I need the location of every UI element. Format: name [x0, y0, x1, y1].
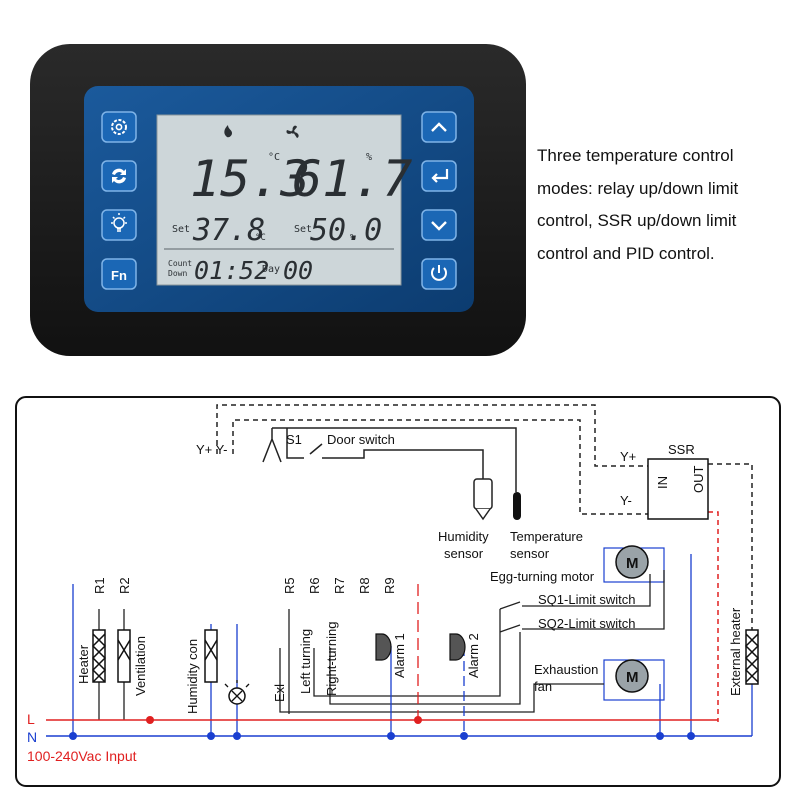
humidity-sensor-label-2: sensor	[444, 546, 484, 561]
exhaust-fan-label-2: fan	[534, 679, 552, 694]
temperature-sensor-label-2: sensor	[510, 546, 550, 561]
humidity-readout: 61.7	[292, 150, 412, 208]
fan-motor-symbol: M	[626, 669, 639, 686]
live-label: L	[27, 711, 35, 727]
cycle-button[interactable]	[101, 160, 137, 192]
left-turning-label: Left turning	[298, 629, 313, 694]
mains-input-label: 100-240Vac Input	[27, 748, 137, 764]
ssr-out-label: OUT	[691, 466, 706, 494]
neutral-junctions	[69, 732, 695, 740]
up-button[interactable]	[421, 111, 457, 143]
power-button[interactable]	[421, 258, 457, 290]
bulb-icon	[111, 213, 127, 232]
caption-line: control, SSR up/down limit	[537, 211, 737, 230]
s1-label: S1	[286, 432, 302, 447]
controller-device: Fn 15.3 °C 61.7 % Set 37.8 °C Set 50.0 %…	[30, 44, 526, 356]
diagram-border	[15, 396, 781, 787]
set-humidity: 50.0	[310, 213, 382, 248]
alarm-1-label: Alarm 1	[392, 633, 407, 678]
limit-switch-wiring	[313, 570, 665, 705]
bulb-icon	[224, 680, 250, 705]
live-junctions	[146, 716, 422, 724]
chevron-up-icon	[431, 122, 447, 132]
ventilation-label: Ventilation	[133, 636, 148, 696]
humidity-sensor	[473, 474, 493, 521]
set-temp-label: Set	[172, 224, 190, 235]
temperature-unit: °C	[268, 152, 280, 163]
heater-element	[91, 629, 107, 683]
ssr-module	[647, 458, 709, 520]
set-temperature: 37.8	[192, 213, 265, 248]
sq1-limit-label: SQ1-Limit switch	[538, 592, 636, 607]
down-button[interactable]	[421, 209, 457, 241]
humidity-unit: %	[366, 152, 372, 163]
relay-r2: R2	[117, 577, 132, 594]
sq2-limit-label: SQ2-Limit switch	[538, 616, 636, 631]
lcd-screen	[156, 114, 402, 286]
alarm-2-buzzer	[449, 633, 466, 661]
set-temperature-unit: °C	[255, 233, 266, 243]
set-humidity-unit: %	[350, 233, 356, 243]
ssr-label: SSR	[668, 442, 695, 457]
relay-r6: R6	[307, 577, 322, 594]
chevron-down-icon	[431, 221, 447, 231]
feature-description: Three temperature control modes: relay u…	[537, 140, 787, 270]
wiring-diagram: Y+ Y- S1 Door switch SSR Y+ Y- IN OUT Hu…	[15, 396, 781, 787]
light-button[interactable]	[101, 209, 137, 241]
caption-line: modes: relay up/down limit	[537, 178, 739, 198]
temperature-sensor	[513, 492, 521, 520]
exhaust-fan-motor: M	[603, 659, 665, 701]
sensor-wiring	[262, 427, 517, 492]
neutral-label: N	[27, 729, 37, 745]
caption-line: control and PID control.	[537, 243, 715, 263]
relay-r1: R1	[92, 577, 107, 594]
exl-label: Exl	[272, 684, 287, 702]
motor-symbol: M	[626, 555, 639, 572]
fan-icon	[286, 125, 299, 138]
flame-icon	[224, 125, 232, 138]
humidity-control-label: Humidity con	[185, 639, 200, 714]
humidity-control-element	[204, 629, 218, 683]
right-turning-label: Right-turning	[324, 622, 339, 696]
countdown-label-1: Count	[168, 259, 192, 268]
ssr-y-plus-label: Y+	[620, 449, 636, 464]
sync-arrows-icon	[112, 168, 126, 184]
relay-r8: R8	[357, 577, 372, 594]
day-label: Day	[262, 264, 280, 275]
gear-icon	[111, 119, 127, 135]
exhaust-fan-label: Exhaustion	[534, 662, 598, 677]
external-heater-label: External heater	[728, 607, 743, 696]
temperature-sensor-label: Temperature	[510, 529, 583, 544]
fn-button[interactable]: Fn	[101, 258, 137, 290]
enter-arrow-icon	[431, 169, 449, 183]
countdown-value: 01:52	[194, 256, 269, 285]
exhaust-wiring	[279, 648, 604, 713]
ssr-output-live	[708, 511, 719, 722]
relay-r5: R5	[282, 577, 297, 594]
heater-label: Heater	[76, 644, 91, 684]
egg-turning-motor-label: Egg-turning motor	[490, 569, 595, 584]
egg-turning-motor: M	[603, 545, 665, 583]
signal-lines	[216, 404, 753, 634]
ssr-y-minus-label: Y-	[620, 493, 632, 508]
ssr-in-label: IN	[655, 476, 670, 489]
caption-line: Three temperature control	[537, 146, 734, 165]
enter-button[interactable]	[421, 160, 457, 192]
external-heater-element	[744, 629, 760, 685]
alarm-2-label: Alarm 2	[466, 633, 481, 678]
ventilation-element	[117, 629, 131, 683]
door-switch-label: Door switch	[327, 432, 395, 447]
relay-r7: R7	[332, 577, 347, 594]
day-value: 00	[283, 256, 313, 285]
alarm-1-buzzer	[375, 633, 392, 661]
settings-button[interactable]	[101, 111, 137, 143]
fn-button-label: Fn	[111, 268, 127, 283]
humidity-sensor-label: Humidity	[438, 529, 489, 544]
relay-r9: R9	[382, 577, 397, 594]
temperature-readout: 15.3	[190, 150, 310, 208]
set-hum-label: Set	[294, 224, 312, 235]
y-plus-minus-label: Y+ Y-	[196, 442, 227, 457]
power-icon	[431, 265, 447, 281]
countdown-label-2: Down	[168, 269, 187, 278]
